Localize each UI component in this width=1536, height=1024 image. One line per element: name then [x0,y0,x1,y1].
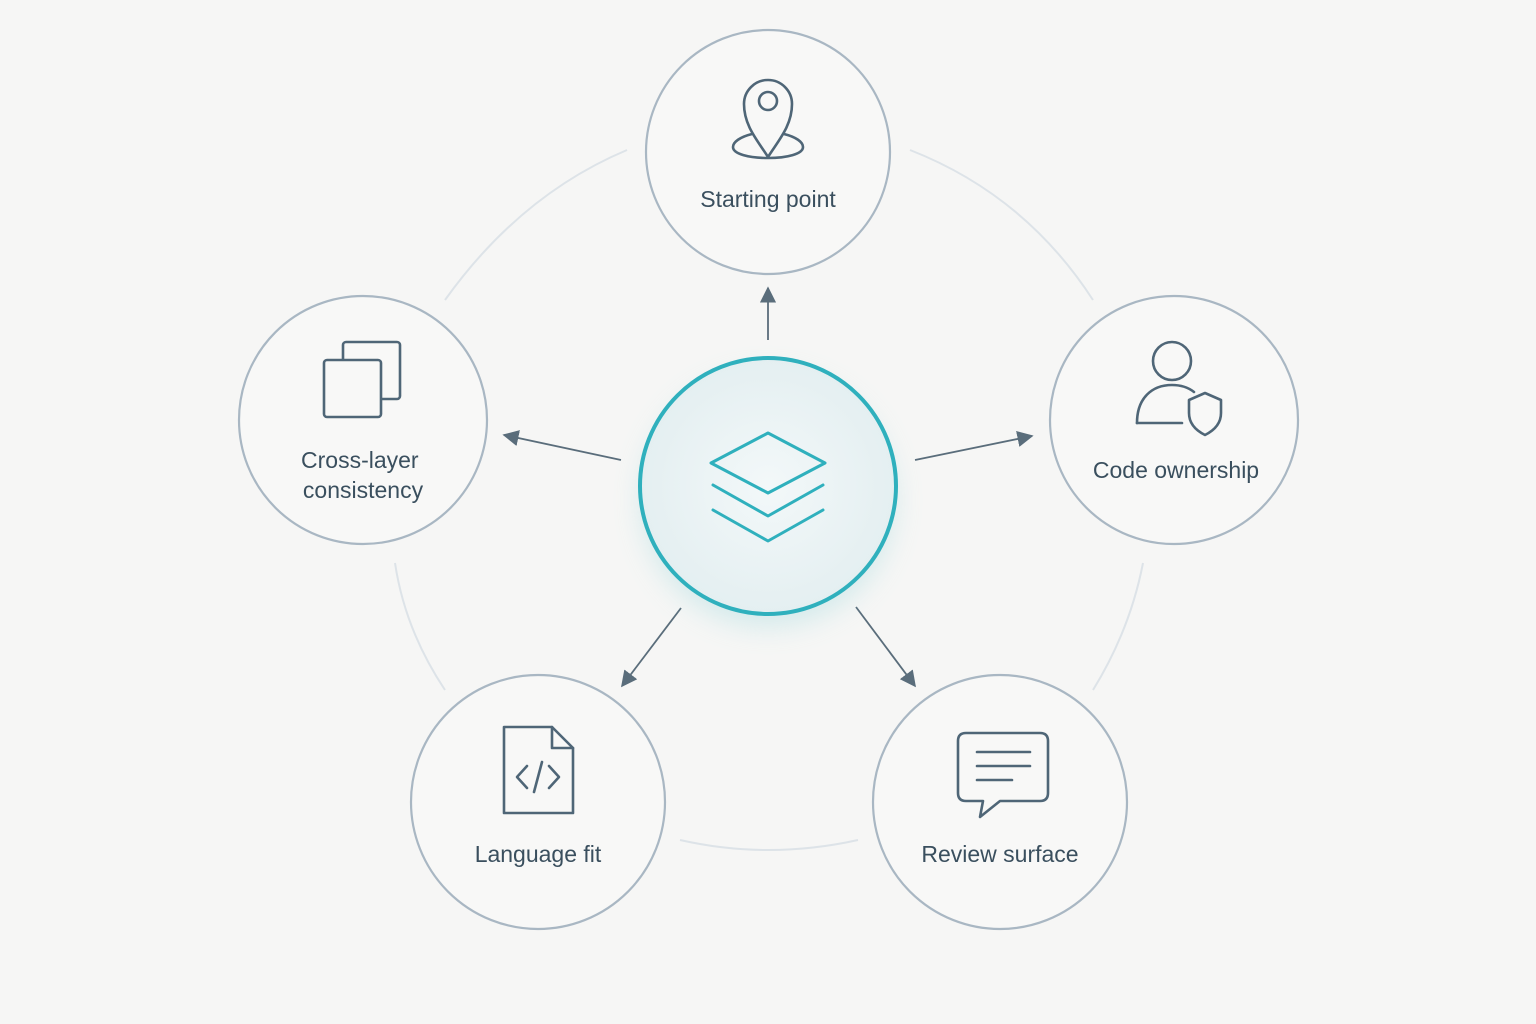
user-shield-icon [1135,340,1223,437]
connector-arrow [621,607,682,688]
code-file-icon [502,725,575,815]
node-code-ownership: Code ownership [1048,294,1300,546]
layers-icon [709,431,827,543]
center-hub [638,356,898,626]
comment-icon [956,731,1050,819]
connector-arrows [502,286,1034,688]
connector-arrow [502,430,622,461]
node-label-code-ownership: Code ownership [1093,457,1259,483]
ring-arc-segment [909,149,1094,301]
node-label-cross-layer-consistency: Cross-layer consistency [301,447,425,503]
ring-arc-segment [679,839,859,851]
node-language-fit: Language fit [409,673,667,931]
connector-arrow [855,606,916,688]
node-label-review-surface: Review surface [921,841,1078,867]
outer-ring [394,149,1144,851]
node-cross-layer-consistency: Cross-layer consistency [237,294,489,546]
node-starting-point: Starting point [644,28,892,276]
connector-arrow [914,430,1034,461]
node-label-starting-point: Starting point [700,186,836,212]
copy-squares-icon [322,340,402,419]
satellite-nodes: Starting point Code ownership [237,28,1300,931]
ring-arc-segment [1092,562,1144,691]
ring-arc-segment [394,562,446,691]
node-review-surface: Review surface [871,673,1129,931]
center-hub-circle [638,356,898,616]
location-pin-icon [731,78,805,160]
node-label-language-fit: Language fit [475,841,602,867]
ring-arc-segment [444,149,628,301]
